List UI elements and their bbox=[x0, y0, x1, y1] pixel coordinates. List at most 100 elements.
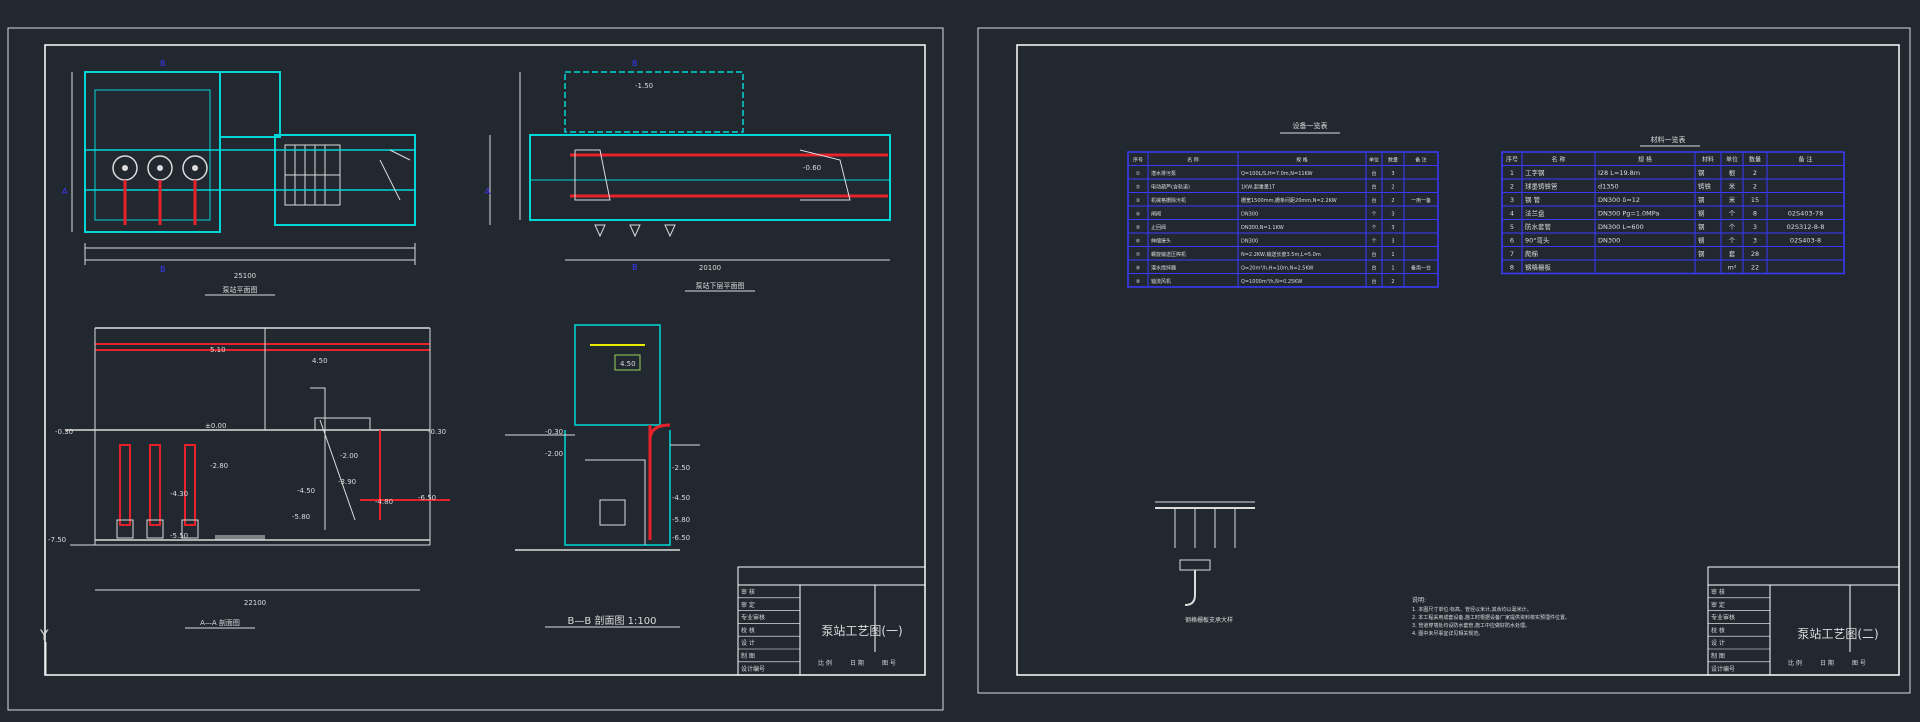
plan-view-right[interactable]: 20100 B B 泵站下层平面图 -1.50 -0.60 bbox=[519, 59, 891, 292]
materials-table-cell: 爬梯 bbox=[1525, 249, 1539, 258]
equipment-table-cell: 2 bbox=[1391, 185, 1394, 191]
materials-table-cell: 3 bbox=[1753, 237, 1757, 245]
section-left-caption: A—A 剖面图 bbox=[200, 618, 240, 627]
title-block-name-sheet-1: 泵站工艺图(一) bbox=[821, 624, 902, 638]
materials-table-cell: 根 bbox=[1729, 168, 1736, 177]
title-block-label: 审 核 bbox=[741, 588, 755, 596]
title-block-right-label: 日 期 bbox=[850, 659, 864, 667]
elev-right-6: -4.50 bbox=[672, 494, 690, 502]
materials-table-cell: 22 bbox=[1751, 264, 1759, 272]
materials-table-cell: 米 bbox=[1729, 195, 1736, 204]
equipment-table-cell: ④ bbox=[1136, 212, 1141, 218]
materials-table-cell: 米 bbox=[1729, 182, 1736, 191]
section-marker-b-bottom: B bbox=[160, 265, 166, 274]
materials-table-cell: 15 bbox=[1751, 196, 1759, 204]
sheet-1-outer-frame bbox=[7, 27, 944, 711]
title-block-label: 设计编号 bbox=[1711, 665, 1735, 673]
materials-table-cell: 铸铁 bbox=[1698, 182, 1712, 191]
detail-caption: 钢格栅板支承大样 bbox=[1185, 616, 1233, 624]
equipment-table-cell: 潜水搅拌器 bbox=[1151, 265, 1176, 272]
materials-table-header-cell: 单位 bbox=[1726, 156, 1738, 164]
equipment-table-cell: 台 bbox=[1371, 197, 1376, 204]
title-block-label: 专业审核 bbox=[1711, 614, 1735, 622]
equipment-table-cell: 1 bbox=[1391, 252, 1394, 258]
section-marker-b-top-right: B bbox=[632, 59, 638, 68]
note-2: 2. 本工程采用成套设备,施工时根据设备厂家提供资料核实预埋件位置。 bbox=[1412, 614, 1570, 621]
elev-left-13: -6.50 bbox=[418, 494, 436, 502]
elev-left-1: -0.30 bbox=[55, 428, 73, 436]
materials-table-cell: 7 bbox=[1510, 250, 1514, 258]
equipment-table-cell: 止回阀 bbox=[1151, 224, 1166, 231]
ucs-icon: Y bbox=[39, 628, 49, 644]
title-block-sheet-1[interactable]: 泵站工艺图(一) 审 核审 定专业审核校 核设 计制 图设计编号比 例日 期图 … bbox=[737, 566, 926, 676]
materials-table-cell: DN300 Pg=1.0MPa bbox=[1598, 210, 1659, 218]
dim-total-right: 20100 bbox=[699, 264, 721, 272]
equipment-table-cell: 2 bbox=[1391, 279, 1394, 285]
section-b-b[interactable]: B—B 剖面图 1:100 -0.30 -2.00 -2.50 -4.50 -5… bbox=[505, 324, 700, 628]
equipment-table-header-cell: 序号 bbox=[1133, 157, 1143, 164]
materials-table-cell: I28 L=19.8m bbox=[1598, 169, 1640, 177]
materials-table-cell: 球墨铸铁管 bbox=[1525, 182, 1558, 191]
materials-table-cell: 个 bbox=[1729, 237, 1736, 245]
equipment-table-cell: 台 bbox=[1371, 265, 1376, 272]
title-block-label: 专业审核 bbox=[741, 614, 765, 622]
title-block-name-sheet-2: 泵站工艺图(二) bbox=[1797, 627, 1878, 641]
elev-left-9: -2.00 bbox=[340, 452, 358, 460]
section-marker-a-right: A bbox=[485, 187, 491, 196]
materials-table-cell: 5 bbox=[1510, 223, 1514, 231]
dim-total-left: 25100 bbox=[234, 272, 256, 280]
title-block-label: 审 定 bbox=[741, 601, 755, 609]
sheet-2-inner-frame bbox=[1016, 44, 1900, 676]
materials-table-cell: 法兰盘 bbox=[1525, 209, 1545, 218]
elev-left-2: ±0.00 bbox=[205, 422, 226, 430]
materials-table-cell: 钢 bbox=[1698, 250, 1705, 258]
dim-bottom-left: 22100 bbox=[244, 599, 266, 607]
materials-table-cell: 个 bbox=[1729, 223, 1736, 231]
equipment-table-cell: 栅宽1500mm,栅条间距20mm,N=2.2KW bbox=[1241, 197, 1337, 204]
title-block-label: 审 定 bbox=[1711, 601, 1725, 609]
plan-right-caption: 泵站下层平面图 bbox=[696, 281, 745, 290]
equipment-table-cell: ③ bbox=[1136, 198, 1140, 204]
equipment-table-cell: 3 bbox=[1391, 212, 1394, 218]
section-a-a[interactable]: 22100 A—A 剖面图 -0.30 ±0.00 -2.80 -4.30 -5… bbox=[48, 327, 450, 629]
title-block-right-label: 比 例 bbox=[1788, 659, 1802, 667]
materials-table-cell: 4 bbox=[1510, 210, 1514, 218]
note-4: 4. 图中未尽事宜详见相关规范。 bbox=[1412, 630, 1483, 637]
equipment-table-cell: ⑧ bbox=[1136, 266, 1141, 272]
elev-right-8: -6.50 bbox=[672, 534, 690, 542]
equipment-table-cell: 电动葫芦(含轨道) bbox=[1151, 184, 1190, 191]
materials-table-cell: 防水套管 bbox=[1525, 222, 1552, 231]
sheet-1[interactable]: 25100 B B A A 泵站平面图 20100 B B 泵站下层平面图 bbox=[7, 27, 944, 711]
table2-title: 材料一览表 bbox=[1651, 135, 1686, 144]
elev-left-7: 5.10 bbox=[210, 346, 226, 354]
materials-table-cell: 钢 bbox=[1698, 237, 1705, 245]
plan-view-left[interactable]: 25100 B B A A 泵站平面图 bbox=[62, 59, 491, 296]
support-detail[interactable]: 钢格栅板支承大样 bbox=[1155, 501, 1255, 624]
equipment-table-cell: 个 bbox=[1371, 225, 1376, 231]
elev-right-1: -0.30 bbox=[545, 428, 563, 436]
materials-table-header-cell: 名 称 bbox=[1552, 156, 1566, 164]
title-block-label: 校 核 bbox=[741, 626, 755, 634]
equipment-table-cell: Q=1000m³/h,N=0.25KW bbox=[1241, 279, 1302, 285]
equipment-table-header-cell: 备 注 bbox=[1415, 157, 1427, 164]
title-block-label: 制 图 bbox=[741, 652, 755, 660]
materials-table-cell: DN300 bbox=[1598, 237, 1620, 245]
notes-title: 说明: bbox=[1412, 596, 1426, 604]
materials-table-cell: 钢 bbox=[1698, 210, 1705, 218]
materials-table-cell: DN300 L=600 bbox=[1598, 223, 1644, 231]
table1-title: 设备一览表 bbox=[1293, 121, 1328, 130]
elev-left-3: -2.80 bbox=[210, 462, 228, 470]
equipment-table-cell: 台 bbox=[1371, 184, 1376, 191]
elev-right-4: -2.00 bbox=[545, 450, 563, 458]
materials-table-cell: 个 bbox=[1729, 210, 1736, 218]
elev-right-2: -1.50 bbox=[635, 82, 653, 90]
equipment-table-cell: 备用一台 bbox=[1411, 265, 1431, 272]
title-block-sheet-2[interactable]: 泵站工艺图(二) 审 核审 定专业审核校 核设 计制 图设计编号比 例日 期图 … bbox=[1707, 566, 1900, 676]
elev-right-9: 4.50 bbox=[620, 360, 636, 368]
section-marker-a-left: A bbox=[62, 187, 68, 196]
